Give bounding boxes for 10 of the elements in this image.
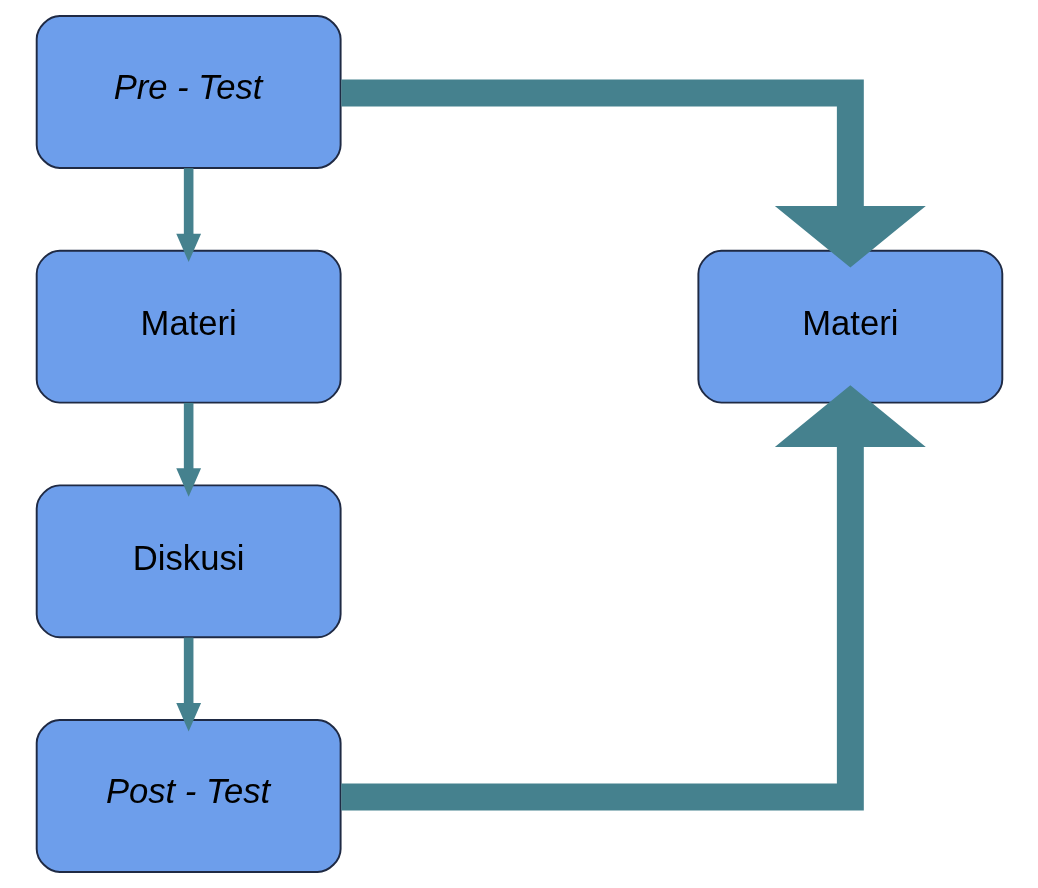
arrow — [175, 402, 201, 497]
arrow — [340, 385, 926, 811]
arrow — [175, 637, 201, 732]
node-box: Diskusi — [35, 484, 342, 639]
node-box: Post - Test — [35, 719, 342, 873]
node-box: Pre - Test — [35, 15, 342, 169]
node-box: Materi — [696, 249, 1003, 404]
arrow — [340, 79, 926, 268]
arrow — [175, 168, 201, 263]
node-box: Materi — [35, 249, 342, 404]
